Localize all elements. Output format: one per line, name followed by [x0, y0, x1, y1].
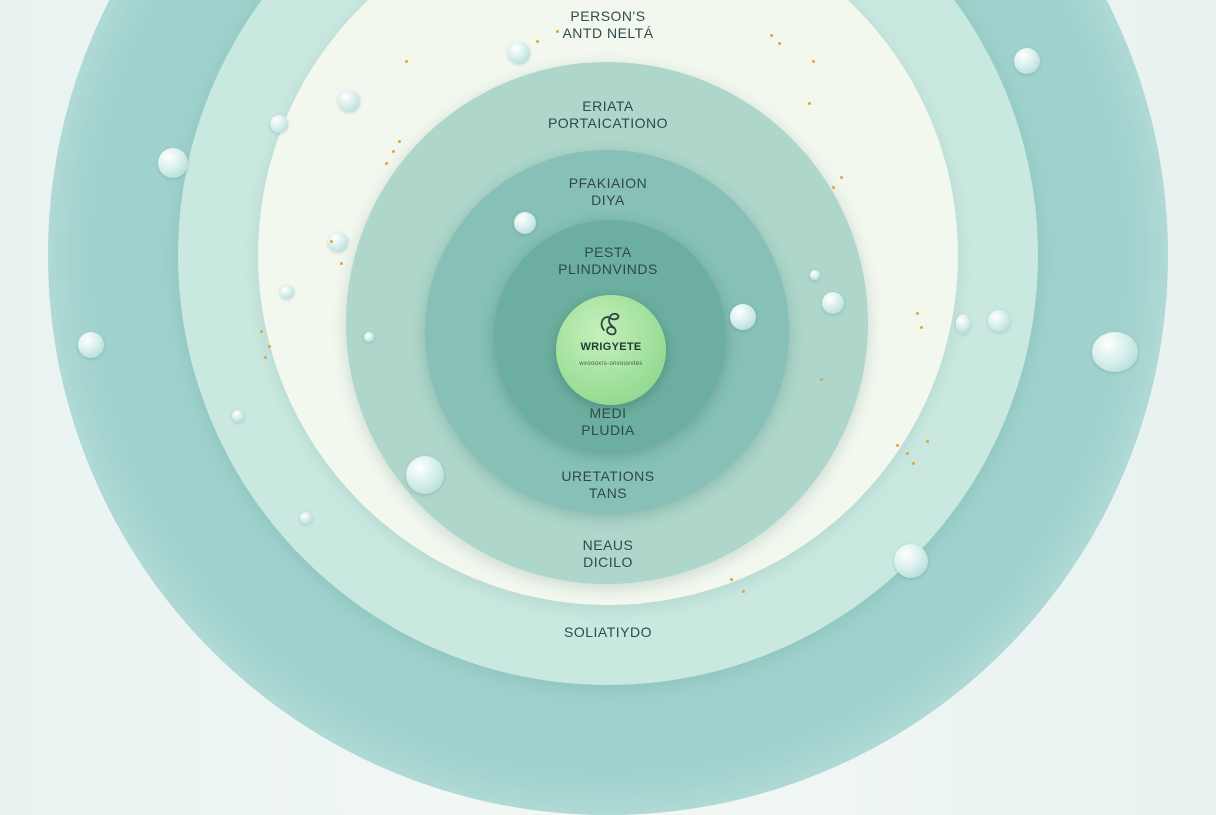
ring-label-5: MEDI PLUDIA: [508, 405, 708, 439]
bubble: [956, 314, 970, 334]
concentric-diagram: PERSON'S ANTD NELTÁ ERIATA PORTAICATIONO…: [48, 0, 1168, 815]
accent-speck: [405, 60, 408, 63]
bubble: [328, 232, 348, 252]
ring-label-3-line1: PFAKIAION: [568, 175, 648, 191]
knot-icon: [600, 312, 620, 336]
accent-speck: [920, 326, 923, 329]
accent-speck: [778, 42, 781, 45]
accent-speck: [770, 34, 773, 37]
ring-label-2-line1: ERIATA: [582, 98, 634, 114]
core-subtitle: wvoooxrs-onvouvvtes: [579, 361, 643, 367]
bubble: [270, 115, 288, 133]
accent-speck: [906, 452, 909, 455]
accent-speck: [820, 378, 823, 381]
accent-speck: [832, 186, 835, 189]
bubble: [822, 292, 844, 314]
accent-speck: [340, 262, 343, 265]
ring-label-5-line1: MEDI: [589, 405, 627, 421]
accent-speck: [742, 590, 745, 593]
ring-label-6-line2: TANS: [588, 485, 628, 501]
ring-label-1-line2: ANTD NELTÁ: [562, 25, 654, 41]
accent-speck: [398, 140, 401, 143]
accent-speck: [808, 102, 811, 105]
ring-label-1: PERSON'S ANTD NELTÁ: [508, 8, 708, 42]
ring-label-8-line1: SOLIATIYDO: [564, 624, 652, 640]
bubble: [78, 332, 104, 358]
ring-label-2-line2: PORTAICATIONO: [547, 115, 669, 131]
ring-label-4-line2: PLINDNVINDS: [558, 261, 658, 277]
accent-speck: [268, 345, 271, 348]
bubble: [406, 456, 444, 494]
bubble: [232, 410, 244, 422]
ring-label-3-line2: DIYA: [591, 192, 625, 208]
ring-label-7: NEAUS DICILO: [508, 537, 708, 571]
ring-label-5-line2: PLUDIA: [581, 422, 635, 438]
accent-speck: [916, 312, 919, 315]
accent-speck: [392, 150, 395, 153]
bubble: [364, 332, 374, 342]
accent-speck: [556, 30, 559, 33]
core-title: WRIGYETE: [580, 341, 642, 353]
accent-speck: [536, 40, 539, 43]
bubble: [158, 148, 188, 178]
bubble: [280, 285, 294, 299]
accent-speck: [330, 240, 333, 243]
bubble: [810, 270, 820, 280]
bubble: [1092, 332, 1138, 372]
accent-speck: [385, 162, 388, 165]
accent-speck: [812, 60, 815, 63]
bubble: [894, 544, 928, 578]
accent-speck: [926, 440, 929, 443]
accent-speck: [912, 462, 915, 465]
bubble: [988, 310, 1010, 332]
accent-speck: [730, 578, 733, 581]
accent-speck: [260, 330, 263, 333]
ring-label-6-line1: URETATIONS: [561, 468, 655, 484]
ring-label-4-line1: PESTA: [584, 244, 632, 260]
ring-label-1-line1: PERSON'S: [570, 8, 646, 24]
accent-speck: [840, 176, 843, 179]
bubble: [1014, 48, 1040, 74]
bubble: [730, 304, 756, 330]
bubble: [514, 212, 536, 234]
bubble: [338, 90, 360, 112]
ring-label-2: ERIATA PORTAICATIONO: [508, 98, 708, 132]
ring-label-8: SOLIATIYDO: [508, 624, 708, 641]
bubble: [508, 42, 530, 64]
ring-label-4: PESTA PLINDNVINDS: [508, 244, 708, 278]
accent-speck: [264, 356, 267, 359]
ring-label-7-line1: NEAUS: [582, 537, 634, 553]
core-circle: [556, 295, 666, 405]
ring-label-6: URETATIONS TANS: [508, 468, 708, 502]
ring-label-7-line2: DICILO: [583, 554, 633, 570]
accent-speck: [896, 444, 899, 447]
bubble: [300, 512, 312, 524]
ring-label-3: PFAKIAION DIYA: [508, 175, 708, 209]
